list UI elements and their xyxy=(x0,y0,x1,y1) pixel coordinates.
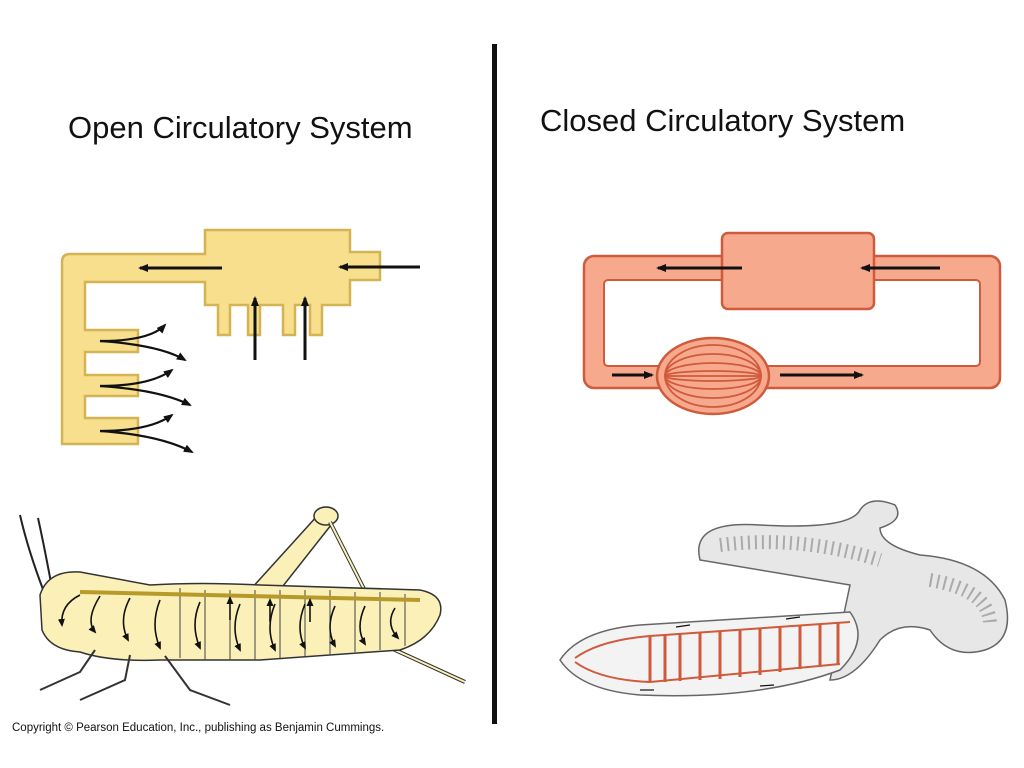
center-divider xyxy=(492,44,497,724)
closed-capillary-bed xyxy=(655,336,771,416)
copyright-notice: Copyright © Pearson Education, Inc., pub… xyxy=(12,722,385,734)
closed-heart-chamber xyxy=(720,231,876,311)
closed-system-title: Closed Circulatory System xyxy=(540,103,906,138)
open-sinus-arrows xyxy=(99,323,194,453)
open-vessel-shape xyxy=(60,228,382,446)
open-system-title: Open Circulatory System xyxy=(68,110,413,145)
